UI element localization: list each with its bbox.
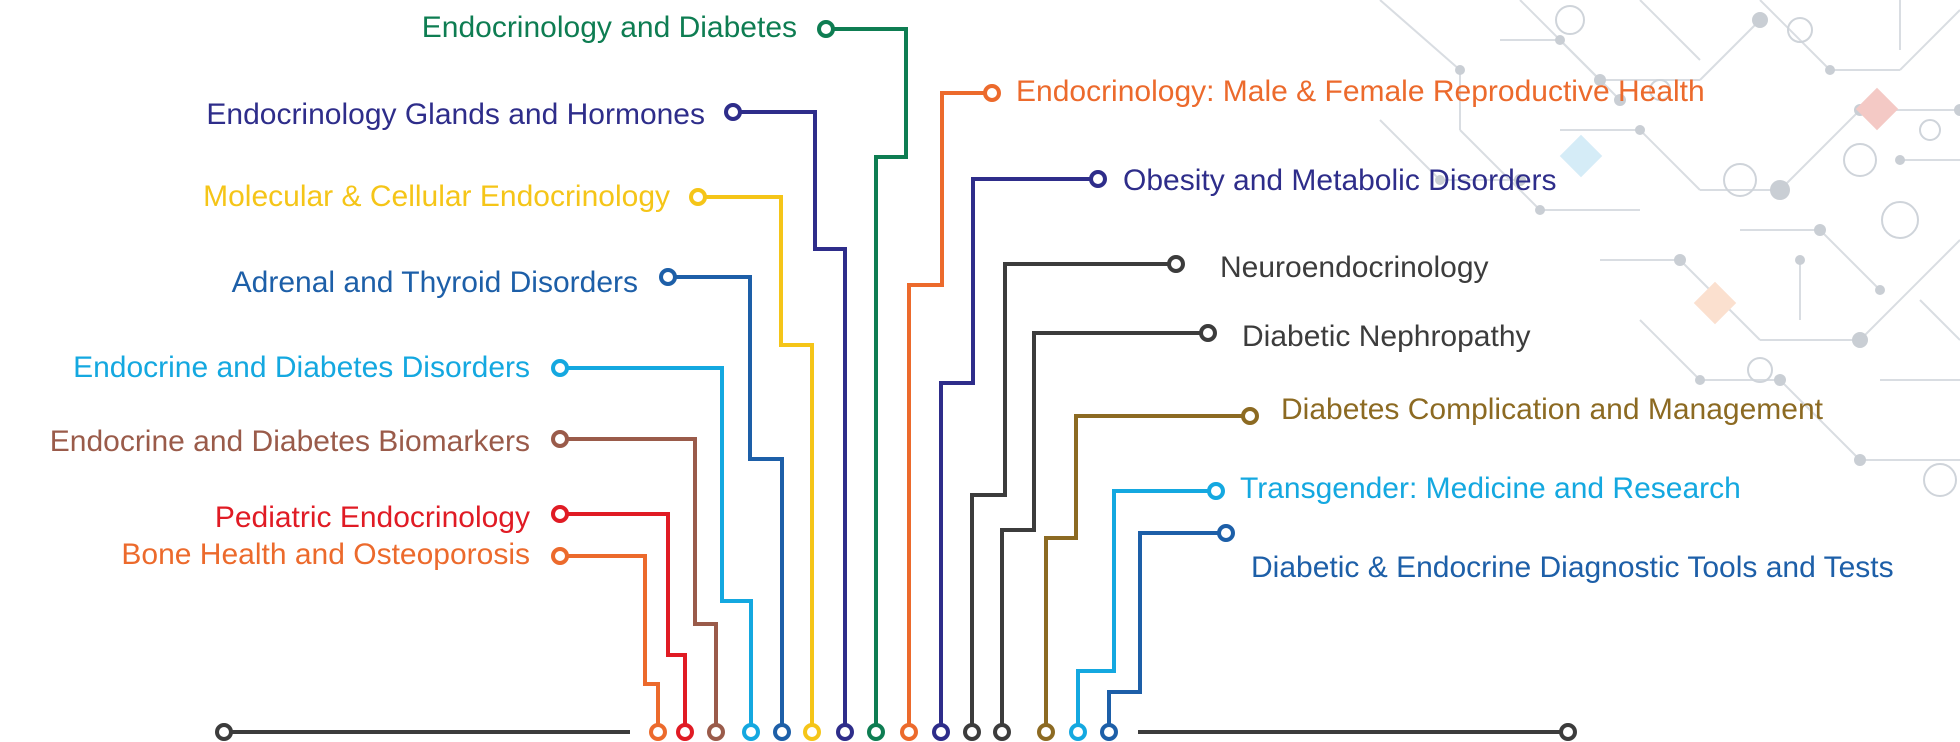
connector-disorders [560,366,753,725]
end-node-neuroendocrinology [1167,255,1185,273]
label-obesity-and-metabolic-disorders: Obesity and Metabolic Disorders [1123,164,1557,197]
end-node-biomarkers [551,430,569,448]
label-male-female-reproductive-health: Endocrinology: Male & Female Reproductiv… [1016,75,1705,108]
base-node-pediatric [676,723,694,741]
base-node-adrenal-thyroid [773,723,791,741]
end-node-pediatric [551,505,569,523]
end-node-reproductive-health [983,84,1001,102]
base-node-biomarkers [707,723,725,741]
base-node-reproductive-health [900,723,918,741]
baseline-right-end-node [1559,723,1577,741]
end-node-diagnostic-tools [1217,524,1235,542]
connector-glands-hormones [733,110,847,725]
base-node-glands-hormones [836,723,854,741]
label-bone-health-and-osteoporosis: Bone Health and Osteoporosis [121,538,530,571]
label-pediatric-endocrinology: Pediatric Endocrinology [214,501,530,534]
connector-reproductive-health [907,91,992,725]
connector-bone-health [560,554,660,725]
label-endocrine-and-diabetes-biomarkers: Endocrine and Diabetes Biomarkers [49,425,530,458]
end-node-nephropathy [1199,324,1217,342]
connector-nephropathy [1000,331,1208,725]
label-diabetic-nephropathy: Diabetic Nephropathy [1242,320,1531,353]
end-node-complication-management [1241,407,1259,425]
connector-transgender [1076,489,1216,725]
connector-obesity-metabolic [939,177,1098,725]
end-node-endo-diabetes [817,20,835,38]
connector-neuroendocrinology [970,262,1176,725]
label-endocrinology-glands-and-hormones: Endocrinology Glands and Hormones [206,98,705,131]
end-node-obesity-metabolic [1089,170,1107,188]
end-node-bone-health [551,547,569,565]
base-node-obesity-metabolic [932,723,950,741]
connector-biomarkers [560,437,718,725]
connector-adrenal-thyroid [668,275,784,725]
label-diagnostic-tools-and-tests: Diabetic & Endocrine Diagnostic Tools an… [1251,551,1894,584]
base-node-disorders [742,723,760,741]
connector-complication-management [1044,414,1250,725]
end-node-adrenal-thyroid [659,268,677,286]
connector-molecular-cellular [698,195,814,725]
end-node-transgender [1207,482,1225,500]
baseline-left-end-node [215,723,233,741]
end-node-molecular-cellular [689,188,707,206]
base-node-bone-health [649,723,667,741]
base-node-molecular-cellular [803,723,821,741]
label-endocrinology-and-diabetes: Endocrinology and Diabetes [421,11,797,44]
connector-pediatric [560,512,687,725]
label-diabetes-complication-and-management: Diabetes Complication and Management [1281,393,1823,426]
label-adrenal-and-thyroid-disorders: Adrenal and Thyroid Disorders [231,266,638,299]
end-node-disorders [551,359,569,377]
label-molecular-cellular-endocrinology: Molecular & Cellular Endocrinology [203,180,670,213]
base-node-nephropathy [993,723,1011,741]
base-node-transgender [1069,723,1087,741]
label-endocrine-and-diabetes-disorders: Endocrine and Diabetes Disorders [73,351,530,384]
base-node-diagnostic-tools [1100,723,1118,741]
label-transgender-medicine-and-research: Transgender: Medicine and Research [1240,472,1741,505]
base-node-complication-management [1037,723,1055,741]
label-neuroendocrinology: Neuroendocrinology [1220,251,1489,284]
base-node-neuroendocrinology [963,723,981,741]
base-node-endo-diabetes [867,723,885,741]
end-node-glands-hormones [724,103,742,121]
connector-diagnostic-tools [1107,531,1226,725]
connector-endo-diabetes [826,27,908,725]
